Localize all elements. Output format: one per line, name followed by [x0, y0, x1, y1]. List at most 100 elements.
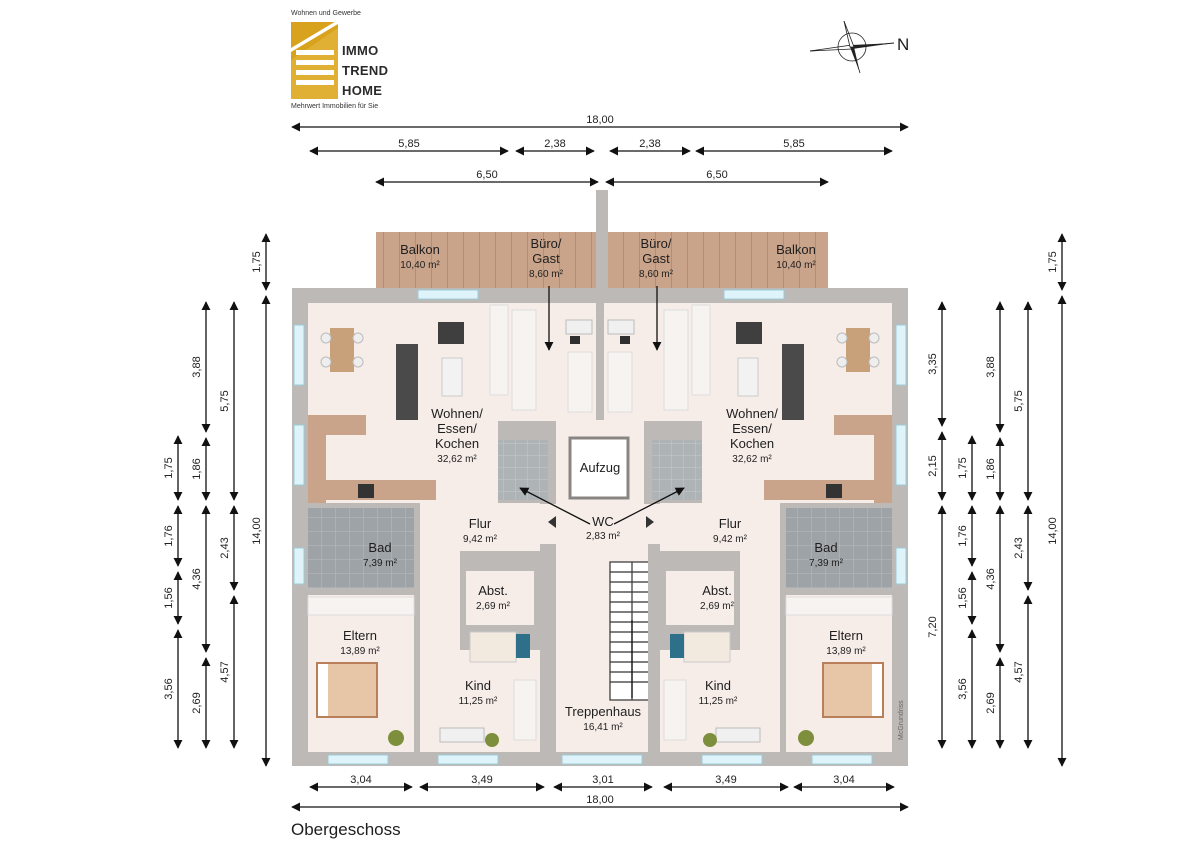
room-balkon-right-area: 10,40 m²: [776, 260, 816, 271]
room-wc-area: 2,83 m²: [586, 531, 621, 542]
dim-top-5: 6,50: [476, 169, 497, 181]
room-abst-left-area: 2,69 m²: [476, 601, 511, 612]
room-bad-left-area: 7,39 m²: [363, 558, 398, 569]
room-wohnen-left-area: 32,62 m²: [437, 454, 477, 465]
dim-left-c2-1: 3,88: [191, 356, 203, 377]
room-abst-right-name: Abst.: [702, 583, 732, 598]
room-eltern-right-name: Eltern: [829, 628, 863, 643]
room-balkon-left-name: Balkon: [400, 242, 440, 257]
dim-right-c2-3: 1,56: [957, 587, 969, 608]
room-abst-right-area: 2,69 m²: [700, 601, 735, 612]
dim-right-c3-2: 1,86: [985, 458, 997, 479]
dim-right-c3-4: 2,69: [985, 692, 997, 713]
dim-right-c2-4: 3,56: [957, 678, 969, 699]
dim-bottom-5: 3,04: [833, 774, 854, 786]
logo-line-immo: IMMO: [342, 43, 379, 58]
dim-left-c2-3: 4,36: [191, 568, 203, 589]
room-kind-left-name: Kind: [465, 678, 491, 693]
dim-bottom-2: 3,49: [471, 774, 492, 786]
dimension-labels-vertical: 1,75 14,00 1,75 1,76 1,56 3,56 3,88 1,86…: [163, 251, 1059, 713]
balcony-strip: [376, 190, 828, 288]
room-buero-right-name2: Gast: [642, 251, 670, 266]
room-kind-right-name: Kind: [705, 678, 731, 693]
room-wohnen-left-name3: Kochen: [435, 436, 479, 451]
room-balkon-right-name: Balkon: [776, 242, 816, 257]
dim-right-c4-1: 5,75: [1013, 390, 1025, 411]
room-wohnen-left-name1: Wohnen/: [431, 406, 483, 421]
room-bad-left-name: Bad: [368, 540, 391, 555]
windows: [293, 289, 907, 765]
room-bad-right-area: 7,39 m²: [809, 558, 844, 569]
dimension-lines: [173, 122, 1067, 812]
dim-top-3: 2,38: [639, 138, 660, 150]
dim-top-6: 6,50: [706, 169, 727, 181]
logo-mark: [291, 20, 338, 99]
dim-bottom-total: 18,00: [586, 794, 614, 806]
dim-left-c3-1: 5,75: [219, 390, 231, 411]
dim-left-c1-4: 3,56: [163, 678, 175, 699]
watermark: McGrundriss: [898, 700, 905, 740]
dim-bottom-3: 3,01: [592, 774, 613, 786]
dim-left-c2-4: 2,69: [191, 692, 203, 713]
dim-left-c3-3: 4,57: [219, 661, 231, 682]
room-eltern-left-name: Eltern: [343, 628, 377, 643]
room-kind-right-area: 11,25 m²: [699, 696, 738, 707]
room-buero-left-name2: Gast: [532, 251, 560, 266]
dim-right-c1-1: 3,35: [927, 353, 939, 374]
room-flur-left-area: 9,42 m²: [463, 534, 498, 545]
dim-left-c1-3: 1,56: [163, 587, 175, 608]
compass-north-label: N: [897, 35, 910, 54]
room-wohnen-right-name2: Essen/: [732, 421, 772, 436]
room-eltern-left-area: 13,89 m²: [340, 646, 380, 657]
compass-icon: [809, 20, 895, 74]
dim-top-total: 18,00: [586, 114, 614, 126]
room-balkon-left-area: 10,40 m²: [400, 260, 440, 271]
room-labels: Balkon 10,40 m² Büro/ Gast 8,60 m² Büro/…: [340, 236, 866, 733]
room-buero-right-name1: Büro/: [640, 236, 671, 251]
dimension-labels: 18,00 5,85 2,38 2,38 5,85 6,50 6,50 3,04…: [350, 114, 854, 806]
room-flur-right-area: 9,42 m²: [713, 534, 748, 545]
room-treppenhaus-name: Treppenhaus: [565, 704, 642, 719]
room-buero-right-area: 8,60 m²: [639, 269, 674, 280]
dim-left-c1-1: 1,75: [163, 457, 175, 478]
logo-tagline-bottom: Mehrwert Immobilien für Sie: [291, 103, 379, 110]
dim-left-c3-2: 2,43: [219, 537, 231, 558]
stair-direction-right-icon: [646, 516, 654, 528]
room-wohnen-right-area: 32,62 m²: [732, 454, 772, 465]
building-shell: [292, 286, 908, 766]
room-wohnen-right-name1: Wohnen/: [726, 406, 778, 421]
floor-title: Obergeschoss: [291, 820, 401, 839]
room-eltern-right-area: 13,89 m²: [826, 646, 866, 657]
dim-right-c3-3: 4,36: [985, 568, 997, 589]
dim-right-outer-total: 14,00: [1047, 517, 1059, 545]
room-flur-right-name: Flur: [719, 516, 742, 531]
dim-right-c1-3: 7,20: [927, 616, 939, 637]
dim-top-2: 2,38: [544, 138, 565, 150]
room-treppenhaus-area: 16,41 m²: [583, 722, 623, 733]
room-bad-right-name: Bad: [814, 540, 837, 555]
dim-left-outer-top: 1,75: [251, 251, 263, 272]
wc-pointer-arrows: [519, 286, 685, 698]
room-flur-left-name: Flur: [469, 516, 492, 531]
dim-top-1: 5,85: [398, 138, 419, 150]
room-wohnen-right-name3: Kochen: [730, 436, 774, 451]
room-abst-left-name: Abst.: [478, 583, 508, 598]
room-buero-left-name1: Büro/: [530, 236, 561, 251]
room-wohnen-left-name2: Essen/: [437, 421, 477, 436]
logo-line-home: HOME: [342, 83, 383, 98]
dim-right-c3-1: 3,88: [985, 356, 997, 377]
dim-right-outer-top: 1,75: [1047, 251, 1059, 272]
dim-left-c1-2: 1,76: [163, 525, 175, 546]
furniture: [307, 304, 893, 747]
dim-right-c4-2: 2,43: [1013, 537, 1025, 558]
dim-bottom-4: 3,49: [715, 774, 736, 786]
room-wc-name: WC: [592, 514, 614, 529]
dim-top-4: 5,85: [783, 138, 804, 150]
dim-right-c4-3: 4,57: [1013, 661, 1025, 682]
dim-left-outer-total: 14,00: [251, 517, 263, 545]
logo-tagline-top: Wohnen und Gewerbe: [291, 10, 361, 17]
dim-right-c1-2: 2,15: [927, 455, 939, 476]
logo-line-trend: TREND: [342, 63, 389, 78]
dim-bottom-1: 3,04: [350, 774, 371, 786]
dim-right-c2-1: 1,75: [957, 457, 969, 478]
